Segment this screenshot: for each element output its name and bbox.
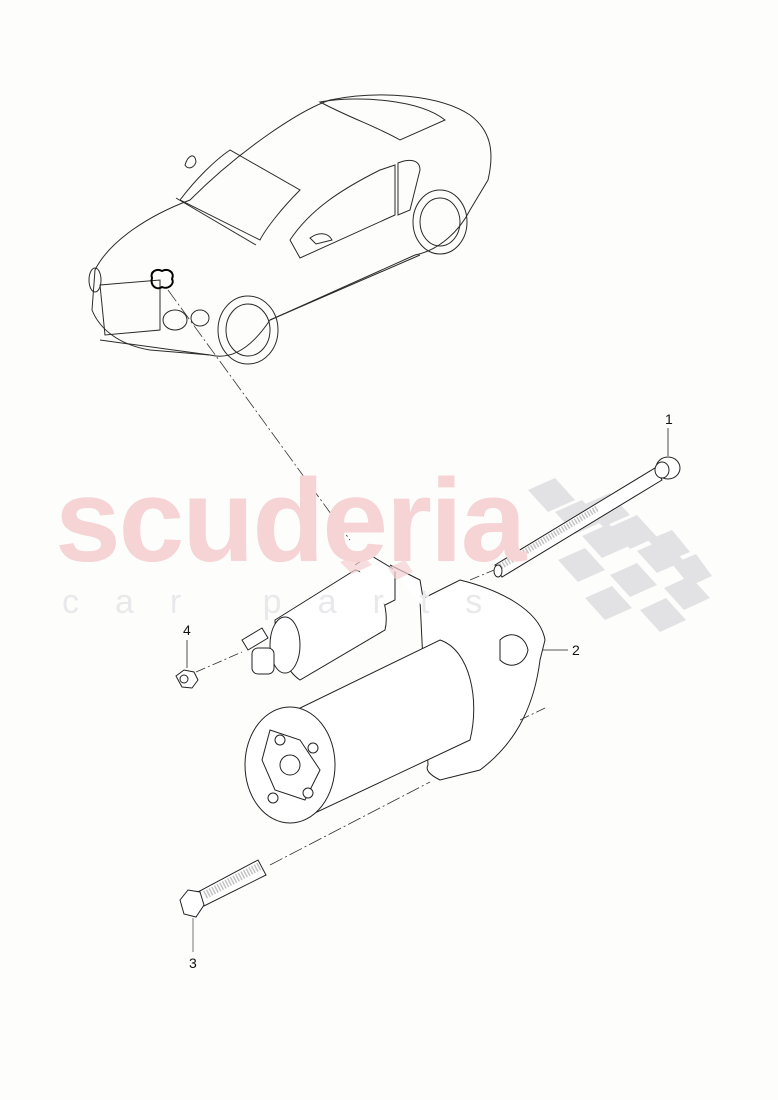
nut-4-axis-line [195, 651, 243, 673]
location-leader-line [167, 289, 351, 541]
hex-nut-illustration [175, 669, 199, 689]
callout-3[interactable]: 3 [189, 955, 197, 971]
bolt-1-axis-line [469, 569, 495, 581]
engine-location-marker [150, 268, 174, 290]
bolt-3-axis-line [269, 781, 431, 866]
callout-1[interactable]: 1 [665, 411, 673, 427]
car-outline-illustration [88, 94, 492, 365]
short-bolt-illustration [179, 859, 267, 918]
callout-2[interactable]: 2 [572, 642, 580, 658]
long-bolt-illustration [493, 456, 681, 578]
starter-axis-line [519, 707, 546, 721]
callout-4[interactable]: 4 [183, 622, 191, 638]
solenoid-highlight-2 [388, 560, 413, 580]
starter-motor-illustration [241, 554, 546, 824]
solenoid-highlight [340, 553, 372, 574]
